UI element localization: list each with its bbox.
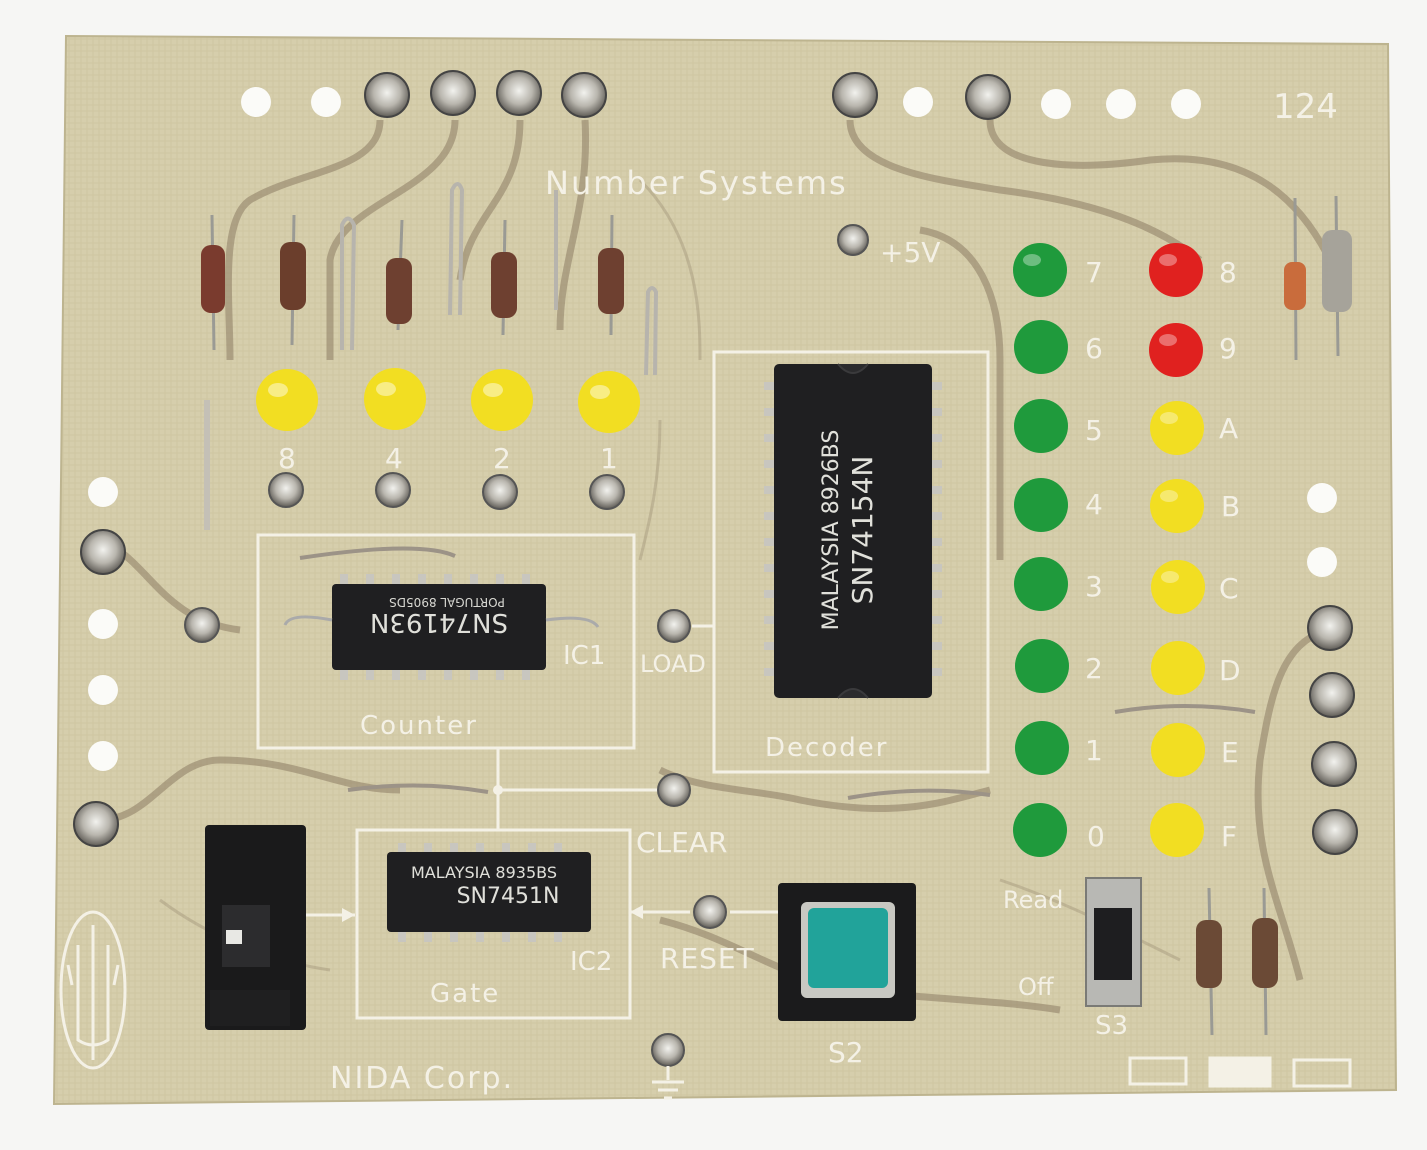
ic2-chip (387, 843, 591, 942)
s2-push-button[interactable] (808, 908, 888, 988)
output-led-labels-right: 8 9 A B C D E F (1219, 256, 1241, 853)
load-post[interactable] (657, 609, 691, 643)
output-led (1149, 323, 1203, 377)
output-led-column-left (1013, 243, 1069, 857)
binary-label-2: 2 (493, 442, 511, 475)
ground-post[interactable] (651, 1033, 685, 1067)
gate-label: Gate (430, 979, 500, 1009)
nida-logo (59, 910, 127, 1070)
output-label: 2 (1085, 652, 1103, 685)
decoder-marking-line1: MALAYSIA 8926BS (819, 430, 844, 631)
output-led-column-right (1149, 243, 1205, 857)
output-label: D (1219, 654, 1241, 687)
s2-label: S2 (828, 1036, 864, 1069)
output-led (1150, 401, 1204, 455)
binary-label-4: 4 (385, 442, 403, 475)
binary-label-1: 1 (600, 442, 618, 475)
output-led (1151, 641, 1205, 695)
output-led (1015, 721, 1069, 775)
counter-label: Counter (360, 711, 478, 741)
binary-led (471, 369, 533, 431)
output-label: 7 (1085, 256, 1103, 289)
output-label: 6 (1085, 332, 1103, 365)
output-led (1013, 803, 1067, 857)
ic2-marking-line2: SN7451N (457, 884, 560, 909)
output-led (1151, 560, 1205, 614)
decoder-label: Decoder (765, 733, 888, 763)
output-led (1014, 320, 1068, 374)
output-led (1014, 399, 1068, 453)
ic1-ref: IC1 (563, 641, 605, 671)
output-label: 4 (1085, 488, 1103, 521)
counter-block-outline (256, 533, 636, 750)
decoder-block-outline (712, 350, 990, 774)
decoder-marking-line2: SN74154N (846, 456, 879, 605)
output-led (1013, 243, 1067, 297)
clear-label: CLEAR (636, 826, 727, 859)
output-led (1014, 478, 1068, 532)
output-label: 0 (1087, 820, 1105, 853)
decoder-chip (764, 363, 942, 699)
output-led (1151, 723, 1205, 777)
output-label: 9 (1219, 332, 1237, 365)
clear-post[interactable] (657, 773, 691, 807)
output-led (1149, 243, 1203, 297)
s3-label: S3 (1095, 1011, 1128, 1041)
gate-block-outline (355, 828, 632, 1020)
output-led (1150, 803, 1204, 857)
binary-led (256, 369, 318, 431)
binary-led (578, 371, 640, 433)
ic1-marking: SN74193N (370, 607, 508, 637)
board-number: 124 (1273, 87, 1338, 127)
maker-label: NIDA Corp. (330, 1061, 514, 1096)
output-label: 1 (1085, 734, 1103, 767)
reset-post[interactable] (693, 895, 727, 929)
power-post[interactable] (837, 224, 869, 256)
off-label: Off (1018, 973, 1054, 1001)
power-label: +5V (880, 236, 940, 269)
output-label: 5 (1085, 414, 1103, 447)
load-label: LOAD (640, 650, 706, 678)
bottom-right-resistors (1196, 887, 1278, 1036)
output-label: 3 (1085, 570, 1103, 603)
output-label: C (1219, 572, 1239, 605)
top-right-components (1284, 195, 1352, 361)
output-led (1150, 479, 1204, 533)
output-label: A (1219, 412, 1238, 445)
ic2-ref: IC2 (570, 947, 612, 977)
ic2-marking-line1: MALAYSIA 8935BS (411, 863, 557, 882)
binary-test-posts (184, 472, 625, 643)
output-led (1015, 639, 1069, 693)
binary-led-row (256, 368, 640, 433)
binary-led (364, 368, 426, 430)
edge-connector-pins (73, 70, 1358, 855)
output-led (1014, 557, 1068, 611)
output-label: 8 (1219, 256, 1237, 289)
output-led-labels-left: 7 6 5 4 3 2 1 0 (1085, 256, 1105, 853)
binary-label-8: 8 (278, 442, 296, 475)
mounting-holes (88, 87, 1337, 771)
output-label: E (1221, 736, 1239, 769)
ground-symbol (652, 1066, 684, 1100)
ic1-sub-marking: PORTUGAL 8905DS (389, 595, 505, 609)
read-label: Read (1003, 886, 1063, 914)
ic1-chip (283, 574, 600, 680)
resistors-top (201, 182, 659, 530)
output-label: F (1221, 820, 1237, 853)
reset-label: RESET (660, 942, 755, 975)
copper-traces (98, 119, 1334, 1014)
board-title: Number Systems (545, 164, 848, 202)
output-label: B (1221, 490, 1240, 523)
bottom-right-pads (1128, 1056, 1352, 1088)
